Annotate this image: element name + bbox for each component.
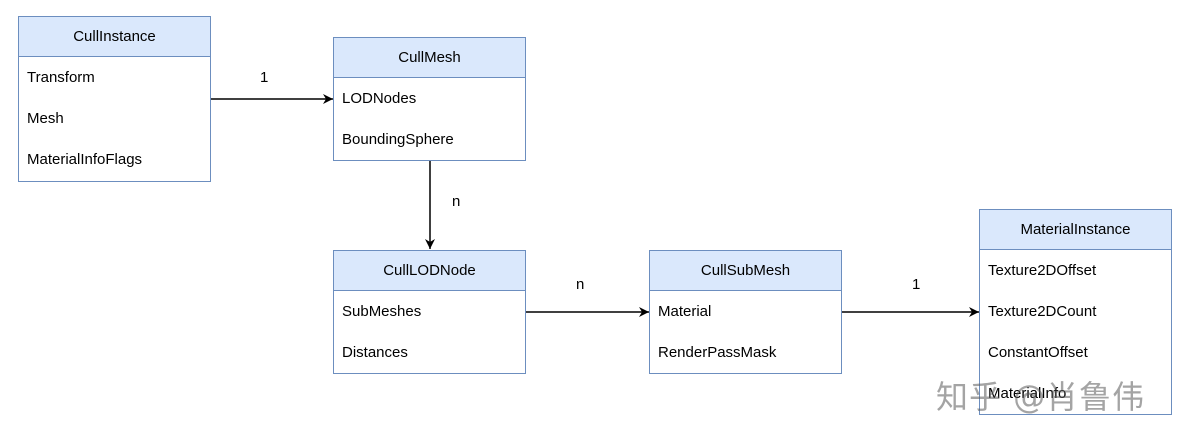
class-field: Mesh [27, 110, 64, 127]
class-title: CullMesh [334, 38, 525, 78]
class-title: CullInstance [19, 17, 210, 57]
class-field: Texture2DOffset [988, 262, 1097, 279]
class-material-instance[interactable]: MaterialInstance Texture2DOffset Texture… [979, 209, 1172, 415]
class-field: Material [658, 303, 712, 320]
class-cull-lod-node[interactable]: CullLODNode SubMeshes Distances [333, 250, 526, 374]
multiplicity-label: n [452, 193, 461, 210]
watermark-text: 知乎 @肖鲁伟 [936, 378, 1146, 416]
class-field: Distances [342, 344, 408, 361]
class-field: Texture2DCount [988, 303, 1097, 320]
class-field: BoundingSphere [342, 131, 454, 148]
class-cull-instance[interactable]: CullInstance Transform Mesh MaterialInfo… [18, 16, 211, 182]
multiplicity-label: n [576, 276, 585, 293]
multiplicity-label: 1 [260, 69, 269, 86]
multiplicity-label: 1 [912, 276, 921, 293]
class-field: MaterialInfoFlags [27, 151, 143, 168]
class-field: RenderPassMask [658, 344, 777, 361]
class-field: SubMeshes [342, 303, 422, 320]
class-field: Transform [27, 69, 95, 86]
class-cull-sub-mesh[interactable]: CullSubMesh Material RenderPassMask [649, 250, 842, 374]
class-title: CullSubMesh [650, 251, 841, 291]
class-field: MaterialInfo [988, 385, 1067, 402]
class-field: LODNodes [342, 90, 417, 107]
class-title: CullLODNode [334, 251, 525, 291]
class-field: ConstantOffset [988, 344, 1088, 361]
class-cull-mesh[interactable]: CullMesh LODNodes BoundingSphere [333, 37, 526, 161]
class-title: MaterialInstance [980, 210, 1171, 250]
